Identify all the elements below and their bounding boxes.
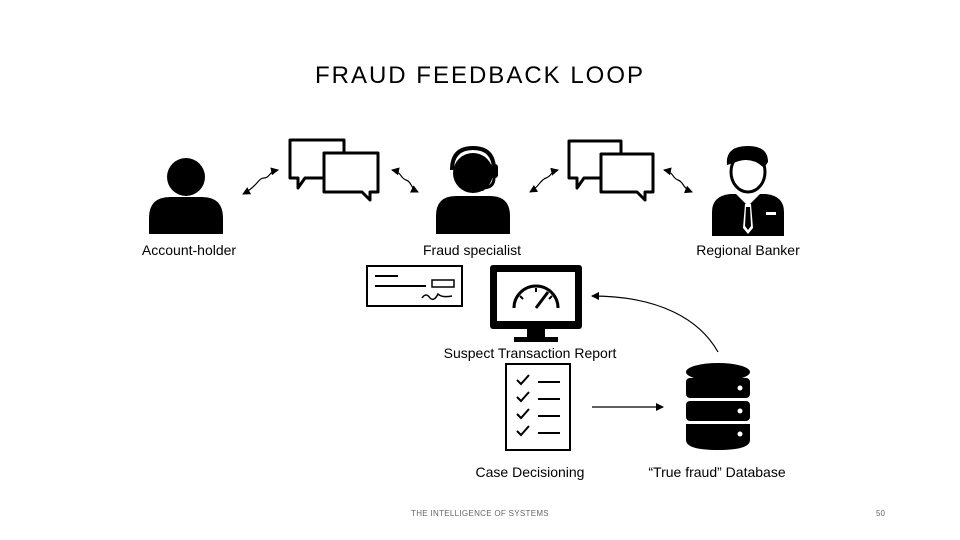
headset-person-icon [436, 145, 510, 234]
suspect-report-label: Suspect Transaction Report [443, 345, 617, 361]
businessman-icon [712, 146, 784, 236]
page-title: FRAUD FEEDBACK LOOP [314, 62, 646, 89]
monitor-gauge-icon [490, 265, 582, 342]
double-arrow-1 [242, 167, 279, 195]
true-fraud-db-label: “True fraud” Database [648, 464, 786, 480]
regional-banker-label: Regional Banker [696, 242, 800, 258]
fraud-specialist-label: Fraud specialist [422, 242, 522, 258]
database-icon [686, 363, 750, 450]
arrow-db-to-report [591, 292, 719, 353]
double-arrow-2 [391, 167, 419, 193]
speech-bubbles-icon-left [288, 138, 380, 202]
check-document-icon [366, 265, 463, 307]
double-arrow-4 [663, 167, 693, 194]
double-arrow-3 [529, 167, 559, 193]
page-number: 50 [876, 509, 885, 518]
footer-text: THE INTELLIGENCE OF SYSTEMS [411, 509, 549, 518]
account-holder-label: Account-holder [141, 242, 237, 258]
checklist-icon [505, 363, 571, 451]
case-decisioning-label: Case Decisioning [475, 464, 585, 480]
person-icon [149, 158, 223, 234]
speech-bubbles-icon-right [567, 139, 655, 202]
